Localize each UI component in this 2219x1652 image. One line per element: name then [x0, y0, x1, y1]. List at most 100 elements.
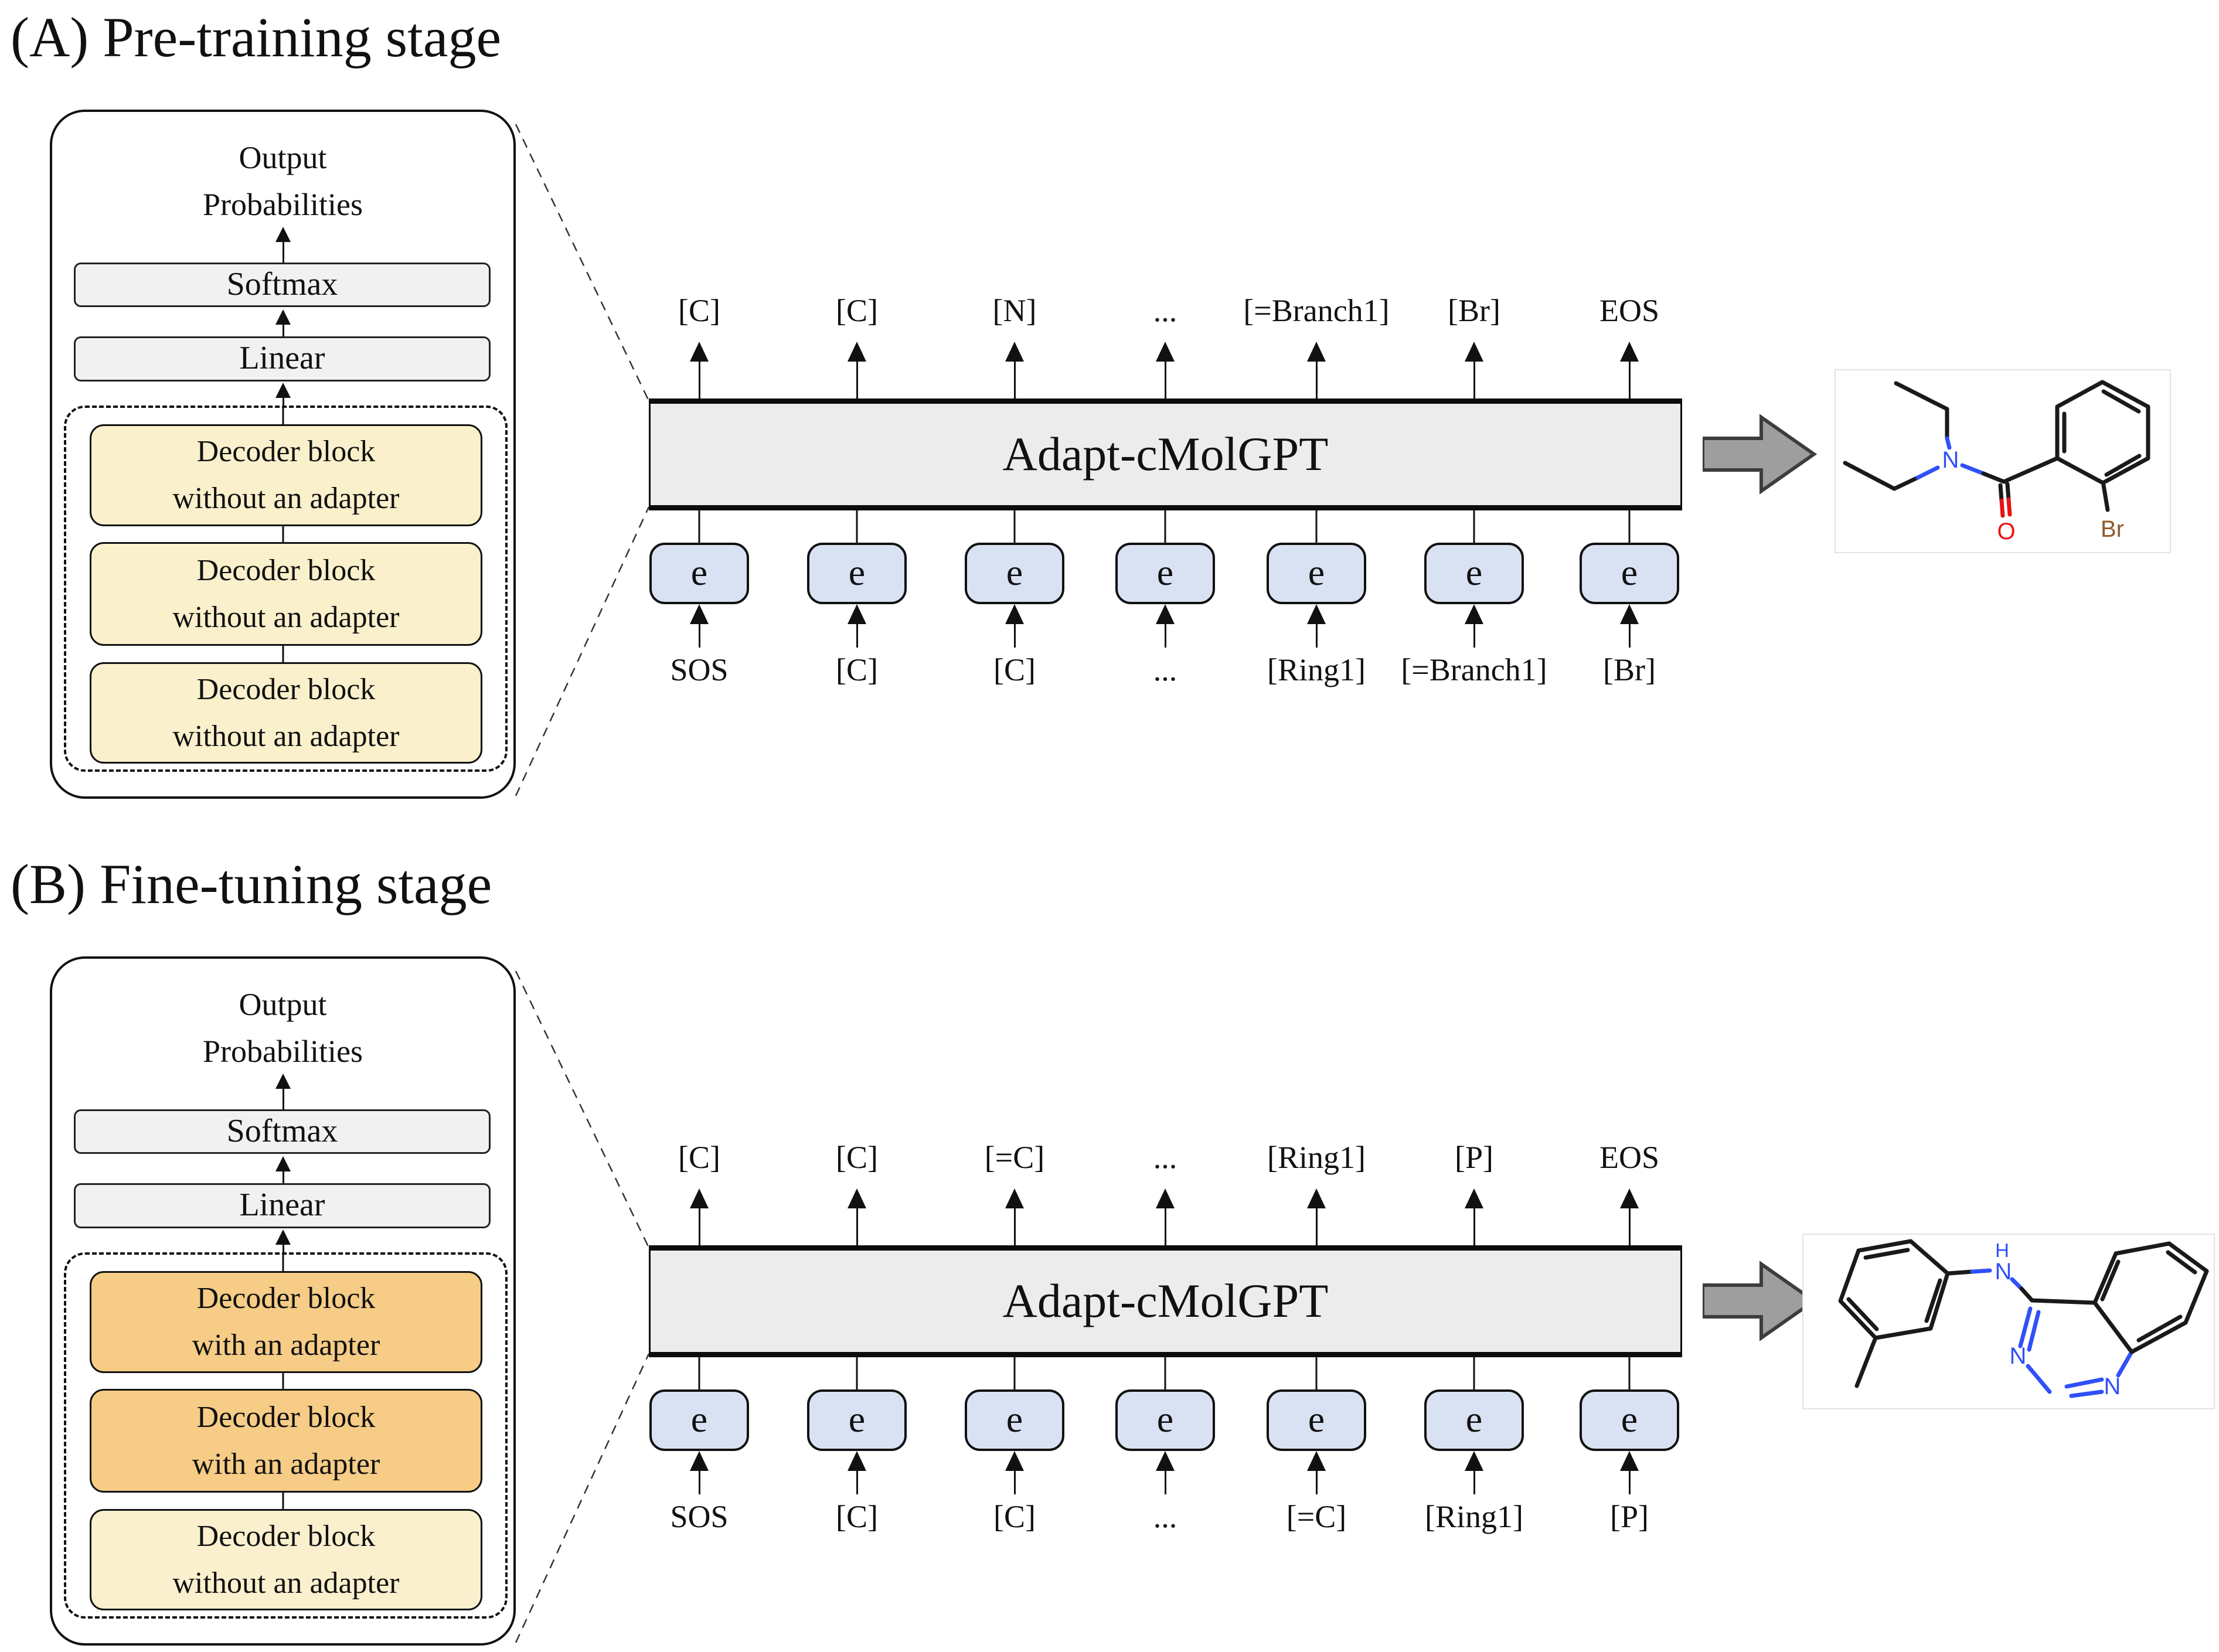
up-arrow-icon — [1465, 1188, 1483, 1245]
up-arrow-icon — [275, 309, 291, 336]
connector-line — [1164, 510, 1166, 543]
up-arrow-icon — [275, 1229, 291, 1252]
up-arrow-icon — [275, 227, 291, 263]
arrowhead — [1307, 1188, 1326, 1208]
arrowhead — [690, 604, 709, 624]
stage-pretraining: (A) Pre-training stage Output Probabilit… — [11, 6, 2171, 799]
arrowhead — [1156, 604, 1175, 624]
arrowhead — [1005, 342, 1024, 362]
right-block-arrow-icon — [1703, 1261, 1818, 1341]
token-column: ...e... — [1066, 290, 1265, 694]
up-arrow-icon — [275, 383, 291, 406]
up-arrow-icon — [848, 1188, 866, 1245]
softmax-box: Softmax — [74, 1109, 491, 1154]
token-column: ...e... — [1066, 1137, 1265, 1541]
up-arrow-icon — [1465, 342, 1483, 398]
arrowhead — [1620, 1188, 1639, 1208]
up-arrow-icon — [1620, 342, 1639, 398]
output-token-label: ... — [1153, 293, 1177, 328]
arrow-shaft — [1013, 1208, 1016, 1245]
connector-line — [282, 1255, 284, 1271]
input-token-label: [C] — [993, 652, 1036, 687]
generated-molecule-image: N O Br — [1835, 369, 2171, 553]
up-arrow-icon — [1465, 604, 1483, 648]
output-token-label: [=Branch1] — [1243, 293, 1390, 328]
arrow-shaft — [1628, 1208, 1631, 1245]
input-token-label: [Br] — [1603, 652, 1656, 687]
connector-line — [698, 1357, 700, 1389]
up-arrow-icon — [1307, 342, 1326, 398]
output-token-label: EOS — [1599, 1140, 1659, 1175]
up-arrow-icon — [690, 1188, 709, 1245]
arrowhead — [1465, 1188, 1483, 1208]
arrowhead — [848, 604, 866, 624]
arrow-shaft — [1473, 362, 1475, 398]
input-token-label: [C] — [836, 1499, 878, 1534]
svg-text:Br: Br — [2101, 516, 2124, 542]
embedding-box: e — [1267, 543, 1366, 604]
connector-line — [282, 408, 284, 424]
connector-line — [1315, 1357, 1318, 1389]
arrowhead — [690, 1188, 709, 1208]
arrow-shaft — [698, 1208, 700, 1245]
up-arrow-icon — [1307, 604, 1326, 648]
arrow-shaft — [698, 362, 700, 398]
up-arrow-icon — [1620, 604, 1639, 648]
token-column: [C]e[C] — [757, 1137, 957, 1541]
up-arrow-icon — [690, 604, 709, 648]
arrowhead — [690, 1451, 709, 1471]
arrowhead — [1005, 1451, 1024, 1471]
embedding-box: e — [1424, 543, 1524, 604]
embedding-box: e — [965, 543, 1064, 604]
svg-text:N: N — [2104, 1374, 2121, 1399]
connector-line — [1164, 1357, 1166, 1389]
input-token-label: [Ring1] — [1425, 1499, 1523, 1534]
embedding-box: e — [649, 1389, 749, 1451]
connector-line — [1628, 1357, 1631, 1389]
arrow-shaft — [1315, 362, 1318, 398]
output-token-label: [Br] — [1448, 293, 1500, 328]
connector-line — [1473, 1357, 1475, 1389]
arrow-shaft — [856, 1208, 858, 1245]
up-arrow-icon — [848, 342, 866, 398]
arrow-shaft — [1628, 1471, 1631, 1494]
arrowhead — [1156, 1451, 1175, 1471]
output-token-label: ... — [1153, 1140, 1177, 1175]
output-token-label: [P] — [1455, 1140, 1493, 1175]
linear-box: Linear — [74, 1183, 491, 1228]
up-arrow-icon — [1005, 604, 1024, 648]
input-token-label: [P] — [1610, 1499, 1649, 1534]
arrow-shaft — [1164, 362, 1166, 398]
up-arrow-icon — [1005, 1451, 1024, 1494]
arrow-shaft — [1164, 1208, 1166, 1245]
input-token-label: [C] — [836, 652, 878, 687]
connector-line — [1473, 510, 1475, 543]
up-arrow-icon — [1307, 1451, 1326, 1494]
stage-title: (A) Pre-training stage — [11, 6, 502, 69]
output-token-label: [C] — [678, 1140, 720, 1175]
input-token-label: [Ring1] — [1267, 652, 1366, 687]
generated-molecule-image: H N N N — [1802, 1234, 2215, 1409]
arrow-shaft — [856, 362, 858, 398]
embedding-box: e — [649, 543, 749, 604]
arrowhead — [1465, 342, 1483, 362]
input-token-label: [=Branch1] — [1401, 652, 1547, 687]
embedding-box: e — [1424, 1389, 1524, 1451]
input-token-label: [=C] — [1286, 1499, 1347, 1534]
arrowhead — [690, 342, 709, 362]
model-bar: Adapt-cMolGPT — [649, 1245, 1682, 1357]
decoder-stack-panel: Output Probabilities Softmax Linear Deco… — [50, 110, 516, 799]
arrowhead — [1307, 342, 1326, 362]
arrow-shaft — [1473, 624, 1475, 648]
arrowhead — [1156, 1188, 1175, 1208]
arrow-shaft — [1315, 1208, 1318, 1245]
arrow-shaft — [856, 624, 858, 648]
